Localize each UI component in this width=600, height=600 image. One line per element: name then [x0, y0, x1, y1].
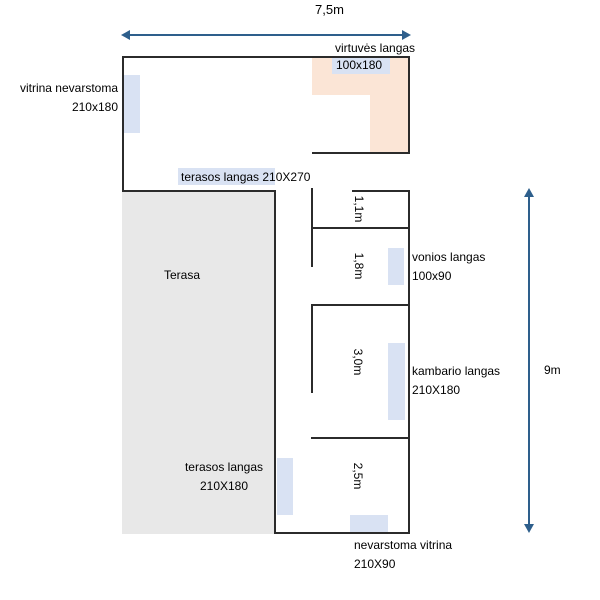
terrace-window-bottom-label: terasos langas: [184, 460, 264, 474]
height-dimension-arrow: [528, 196, 530, 526]
room-window-label: kambario langas: [412, 364, 501, 378]
height-dimension-label: 9m: [544, 363, 561, 377]
depth-label-1: 1,1m: [352, 195, 366, 223]
terrace-area: [122, 192, 276, 534]
arrow-down-icon: [524, 524, 534, 533]
kitchen-window-size: 100x180: [336, 58, 383, 72]
window-bathroom: [388, 248, 404, 285]
vitrina-bottom-labels: nevarstoma vitrina 210X90: [354, 536, 452, 574]
wall-section1-top: [352, 190, 410, 192]
width-dimension-label: 7,5m: [315, 2, 344, 17]
bathroom-window-size: 100x90: [412, 269, 452, 283]
wall-top: [122, 56, 410, 58]
wall-bottom: [274, 532, 410, 534]
arrow-left-icon: [121, 30, 130, 40]
room-window-labels: kambario langas 210X180: [412, 362, 500, 400]
window-vitrina-bottom: [350, 515, 388, 532]
vitrina-left-label: vitrina nevarstoma: [19, 81, 118, 95]
vitrina-left-size: 210x180: [71, 100, 118, 114]
wall-kitchen-right: [408, 56, 410, 154]
wall-right: [408, 190, 410, 534]
terrace-window-bottom-labels: terasos langas 210X180: [174, 458, 274, 496]
bathroom-window-labels: vonios langas 100x90: [412, 248, 485, 286]
wall-upper-room-bottom-left: [122, 190, 276, 192]
terrace-window-top-label: terasos langas 210X270: [181, 170, 311, 184]
window-vitrina-left: [123, 75, 140, 133]
wall-left: [122, 56, 124, 192]
vitrina-left-labels: vitrina nevarstoma 210x180: [0, 79, 118, 117]
vitrina-bottom-label: nevarstoma vitrina: [354, 538, 453, 552]
depth-label-2: 1,8m: [352, 252, 366, 280]
highlight-terrace-window-top: [178, 168, 275, 185]
wall-section2-bottom: [311, 304, 410, 306]
wall-terrace-right: [274, 190, 276, 534]
terrace-window-bottom-size: 210X180: [199, 479, 249, 493]
bathroom-window-label: vonios langas: [412, 250, 486, 264]
room-window-size: 210X180: [412, 383, 461, 397]
depth-label-4: 2,5m: [351, 462, 365, 490]
depth-label-3: 3,0m: [351, 348, 365, 376]
width-dimension-arrow: [130, 34, 404, 36]
vitrina-bottom-size: 210X90: [354, 557, 396, 571]
kitchen-zone-side: [370, 95, 408, 152]
wall-kitchen-bottom: [312, 152, 410, 154]
arrow-right-icon: [402, 30, 411, 40]
terrace-label: Terasa: [164, 268, 201, 282]
window-terrace-bottom: [277, 458, 293, 515]
kitchen-window-label: virtuvės langas: [335, 41, 416, 55]
wall-corridor-lower: [311, 305, 313, 393]
wall-section1-bottom: [311, 227, 410, 229]
arrow-up-icon: [524, 188, 534, 197]
wall-section3-bottom: [311, 437, 410, 439]
highlight-kitchen-window-size: [332, 56, 390, 74]
window-room: [388, 343, 405, 420]
